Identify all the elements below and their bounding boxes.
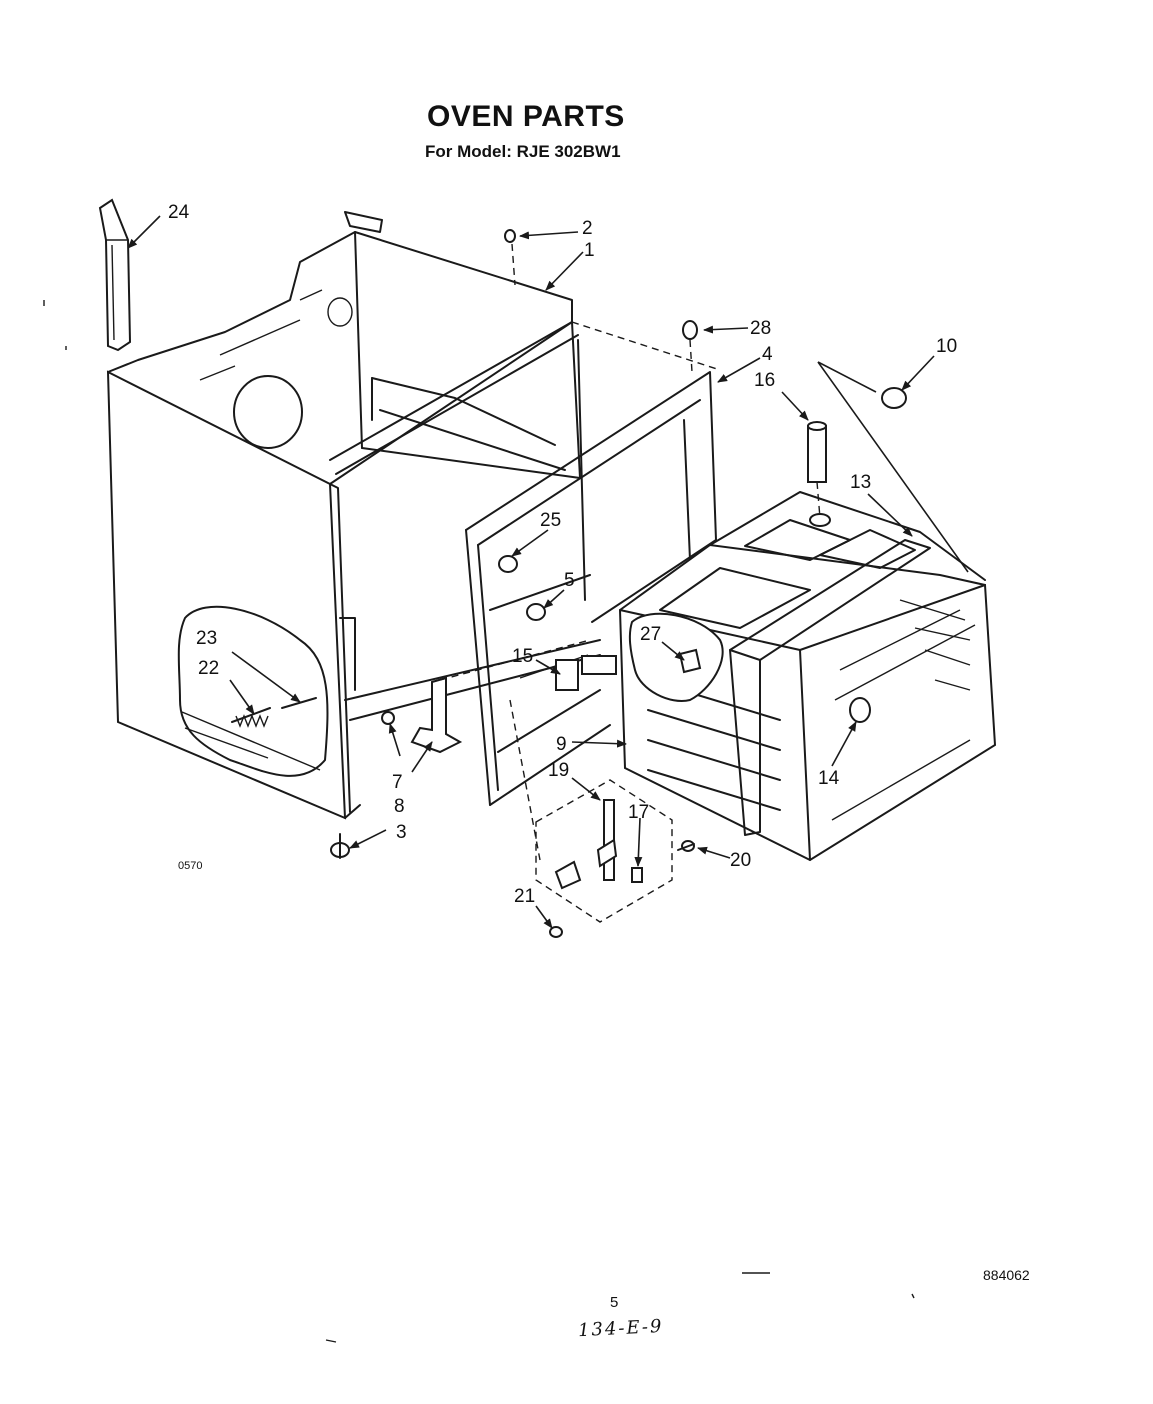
part-19-lock-assembly bbox=[509, 699, 673, 923]
callout-8: 8 bbox=[394, 796, 405, 817]
callout-16: 16 bbox=[754, 370, 775, 391]
callout-4: 4 bbox=[762, 344, 773, 365]
drawing-code-left: 0570 bbox=[178, 860, 203, 872]
part-20-screw bbox=[677, 840, 695, 852]
small-fasteners bbox=[330, 229, 698, 859]
callout-22: 22 bbox=[198, 658, 219, 679]
scan-marks bbox=[43, 300, 915, 1343]
assembly-line bbox=[571, 321, 721, 371]
callout-25: 25 bbox=[540, 510, 561, 531]
leader-10-b bbox=[817, 361, 877, 393]
callout-5: 5 bbox=[564, 570, 575, 591]
callout-17: 17 bbox=[628, 802, 649, 823]
callout-7: 7 bbox=[392, 772, 403, 793]
callout-23: 23 bbox=[196, 628, 217, 649]
leader-10-a bbox=[817, 361, 969, 573]
part-10-cap bbox=[881, 387, 907, 409]
callout-13: 13 bbox=[850, 472, 871, 493]
callout-15: 15 bbox=[512, 646, 533, 667]
diagram-title: OVEN PARTS bbox=[427, 100, 625, 133]
handwritten-note: 134-E-9 bbox=[577, 1315, 664, 1342]
part-1-oven-liner-housing bbox=[106, 211, 601, 820]
part-21-clip bbox=[549, 926, 563, 938]
drawing-code-right: 884062 bbox=[983, 1267, 1030, 1283]
page-number: 5 bbox=[610, 1294, 619, 1311]
part-16-vent-tube bbox=[807, 421, 827, 519]
part-9-oven-cavity bbox=[618, 491, 997, 862]
callout-labels: 24 2 1 28 4 10 16 13 25 5 27 15 23 22 9 … bbox=[168, 202, 957, 907]
callout-19: 19 bbox=[548, 760, 569, 781]
callout-27: 27 bbox=[640, 624, 661, 645]
callout-2: 2 bbox=[582, 218, 593, 239]
model-subtitle: For Model: RJE 302BW1 bbox=[425, 142, 621, 161]
callout-1: 1 bbox=[584, 240, 595, 261]
callout-14: 14 bbox=[818, 768, 840, 789]
callout-10: 10 bbox=[936, 336, 957, 357]
callout-9: 9 bbox=[556, 734, 567, 755]
callout-3: 3 bbox=[396, 822, 407, 843]
leader-arrows bbox=[127, 215, 935, 929]
callout-20: 20 bbox=[730, 850, 751, 871]
callout-21: 21 bbox=[514, 886, 535, 907]
part-24-bracket bbox=[98, 198, 132, 352]
parts-22-23-springs bbox=[231, 697, 317, 728]
callout-24: 24 bbox=[168, 202, 190, 223]
callout-28: 28 bbox=[750, 318, 771, 339]
part-8-latch-bracket bbox=[410, 639, 591, 754]
